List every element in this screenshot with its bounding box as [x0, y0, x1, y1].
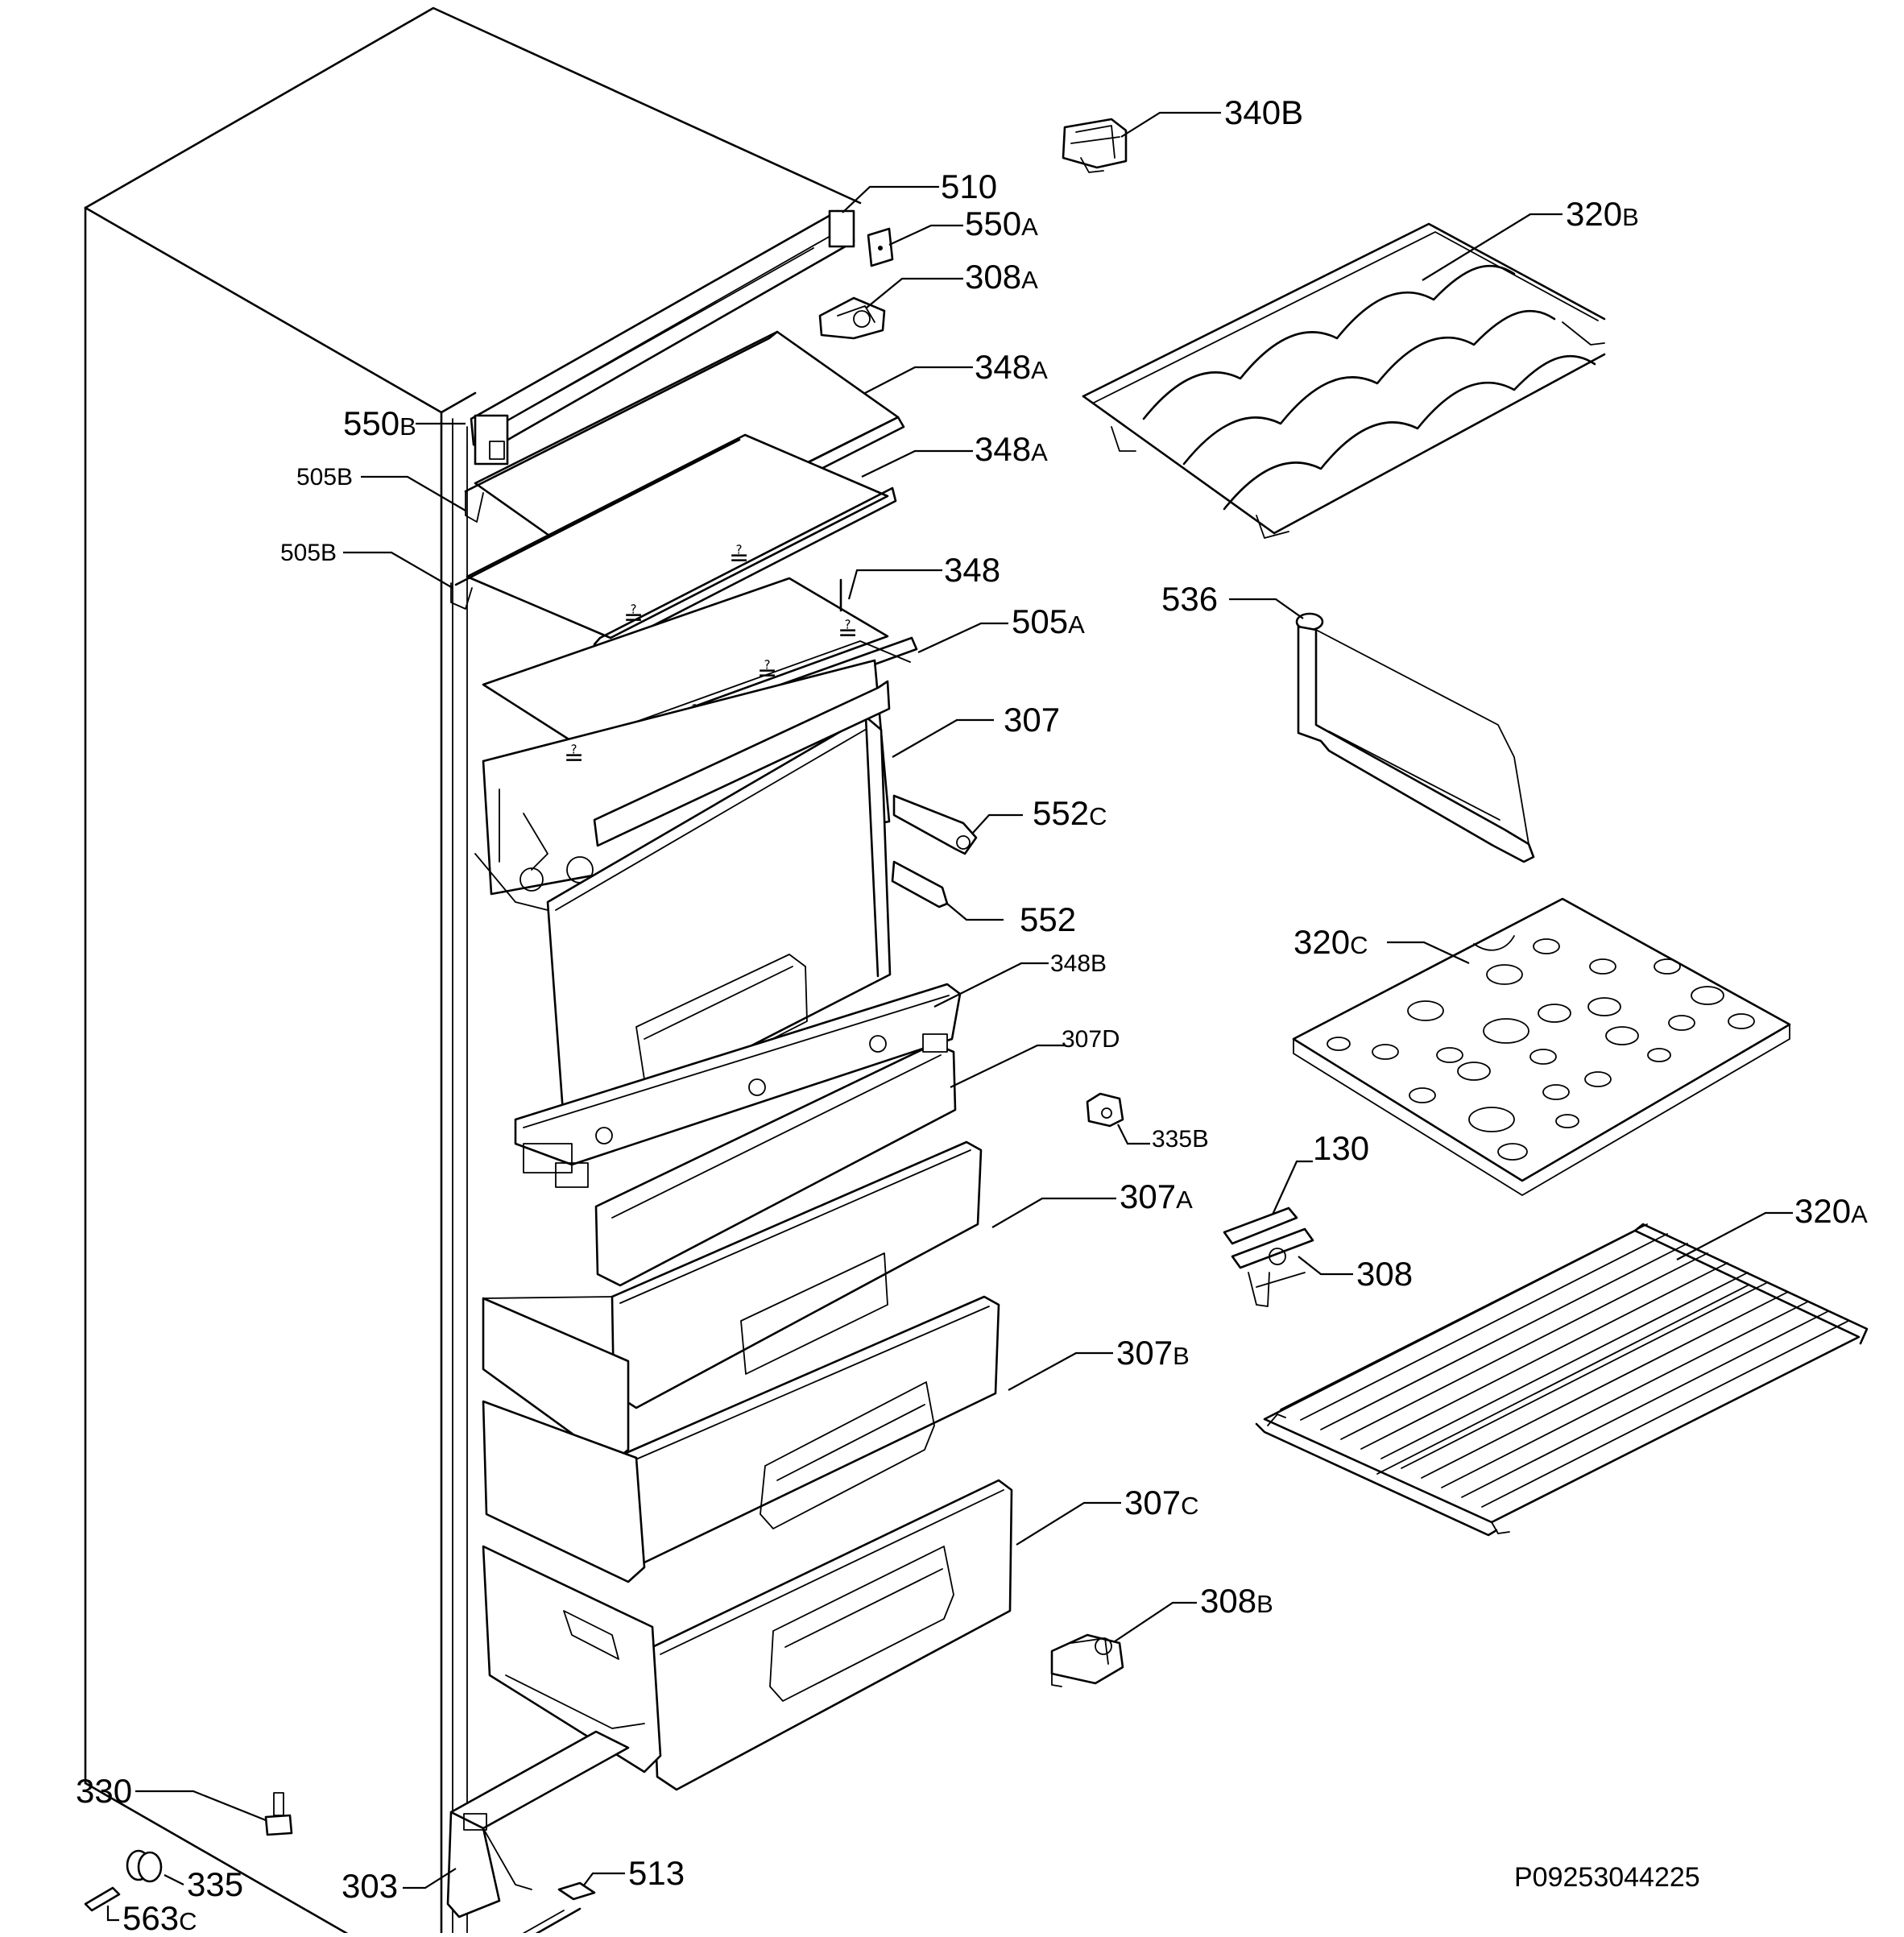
callout-320a: 320A [1794, 1192, 1868, 1230]
callout-labels: 340B 510 550A 308A 320B 348A 550B 348A 5… [76, 93, 1868, 1937]
callout-307a: 307A [1120, 1178, 1193, 1215]
pin-563c [84, 1886, 121, 1912]
freezer-flap-307 [546, 680, 892, 1133]
callout-307d: 307D [1062, 1024, 1120, 1053]
cabinet-body [84, 6, 862, 1937]
callout-348a-1: 348A [975, 348, 1048, 386]
foot-330 [264, 1792, 293, 1836]
part-550a [867, 227, 894, 267]
part-335b [1086, 1092, 1124, 1128]
callout-536: 536 [1161, 580, 1218, 618]
svg-text:≟: ≟ [729, 544, 749, 571]
callout-307c: 307C [1124, 1484, 1198, 1521]
shelf-348a-second: ≟ ≟ [450, 433, 897, 652]
callout-335: 335 [187, 1865, 243, 1903]
callout-307: 307 [1004, 701, 1060, 739]
callout-348a-2: 348A [975, 430, 1048, 468]
callout-348b: 348B [1050, 950, 1107, 977]
callout-563c: 563C [122, 1899, 197, 1933]
callout-340b: 340B [1224, 93, 1303, 131]
wine-rack-320b [1082, 222, 1606, 539]
shelf-320c [1292, 897, 1791, 1196]
wire-shelf-320a [1255, 1223, 1869, 1537]
callout-308b: 308B [1200, 1582, 1273, 1620]
callout-505b-2: 505B [280, 540, 337, 566]
callout-335b: 335B [1152, 1124, 1209, 1153]
part-513 [557, 1881, 596, 1901]
rail-552c [892, 794, 978, 855]
drawer-307b [482, 1295, 1000, 1583]
hinge-130-308 [1223, 1206, 1314, 1307]
svg-text:≟: ≟ [623, 604, 644, 631]
drawing-code: P09253044225 [1514, 1862, 1700, 1893]
svg-text:≟: ≟ [757, 660, 777, 686]
callout-303: 303 [341, 1867, 398, 1905]
plinth-303 [446, 1730, 630, 1918]
svg-text:≟: ≟ [838, 619, 858, 646]
control-panel-510 [470, 209, 855, 466]
divider-536 [1295, 612, 1535, 863]
callout-320c: 320C [1293, 923, 1368, 961]
callout-510: 510 [941, 168, 997, 205]
part-308a [818, 296, 886, 340]
callout-320b: 320B [1566, 195, 1639, 233]
callout-505b-1: 505B [296, 464, 353, 490]
callout-552: 552 [1020, 900, 1076, 938]
tray-307d [594, 1033, 957, 1287]
leader-lines [106, 111, 1793, 1922]
callout-330: 330 [76, 1772, 132, 1810]
shelf-348b [514, 983, 962, 1188]
callout-130: 130 [1313, 1129, 1369, 1167]
drawer-307a [482, 1140, 983, 1464]
callout-513: 513 [628, 1854, 685, 1892]
callout-505a: 505A [1012, 602, 1085, 640]
spacer-335 [126, 1849, 163, 1883]
callout-308a: 308A [965, 258, 1038, 296]
callout-550b: 550B [343, 404, 416, 442]
callout-550a: 550A [965, 205, 1038, 242]
callout-348: 348 [944, 551, 1000, 589]
part-340b [1062, 118, 1128, 173]
rail-552 [891, 860, 949, 908]
callout-308: 308 [1356, 1255, 1413, 1293]
callout-552c: 552C [1033, 794, 1107, 832]
hinge-308b [1050, 1633, 1124, 1687]
drawer-307c [482, 1479, 1013, 1791]
callout-307b: 307B [1116, 1334, 1190, 1372]
svg-text:≟: ≟ [564, 744, 584, 771]
